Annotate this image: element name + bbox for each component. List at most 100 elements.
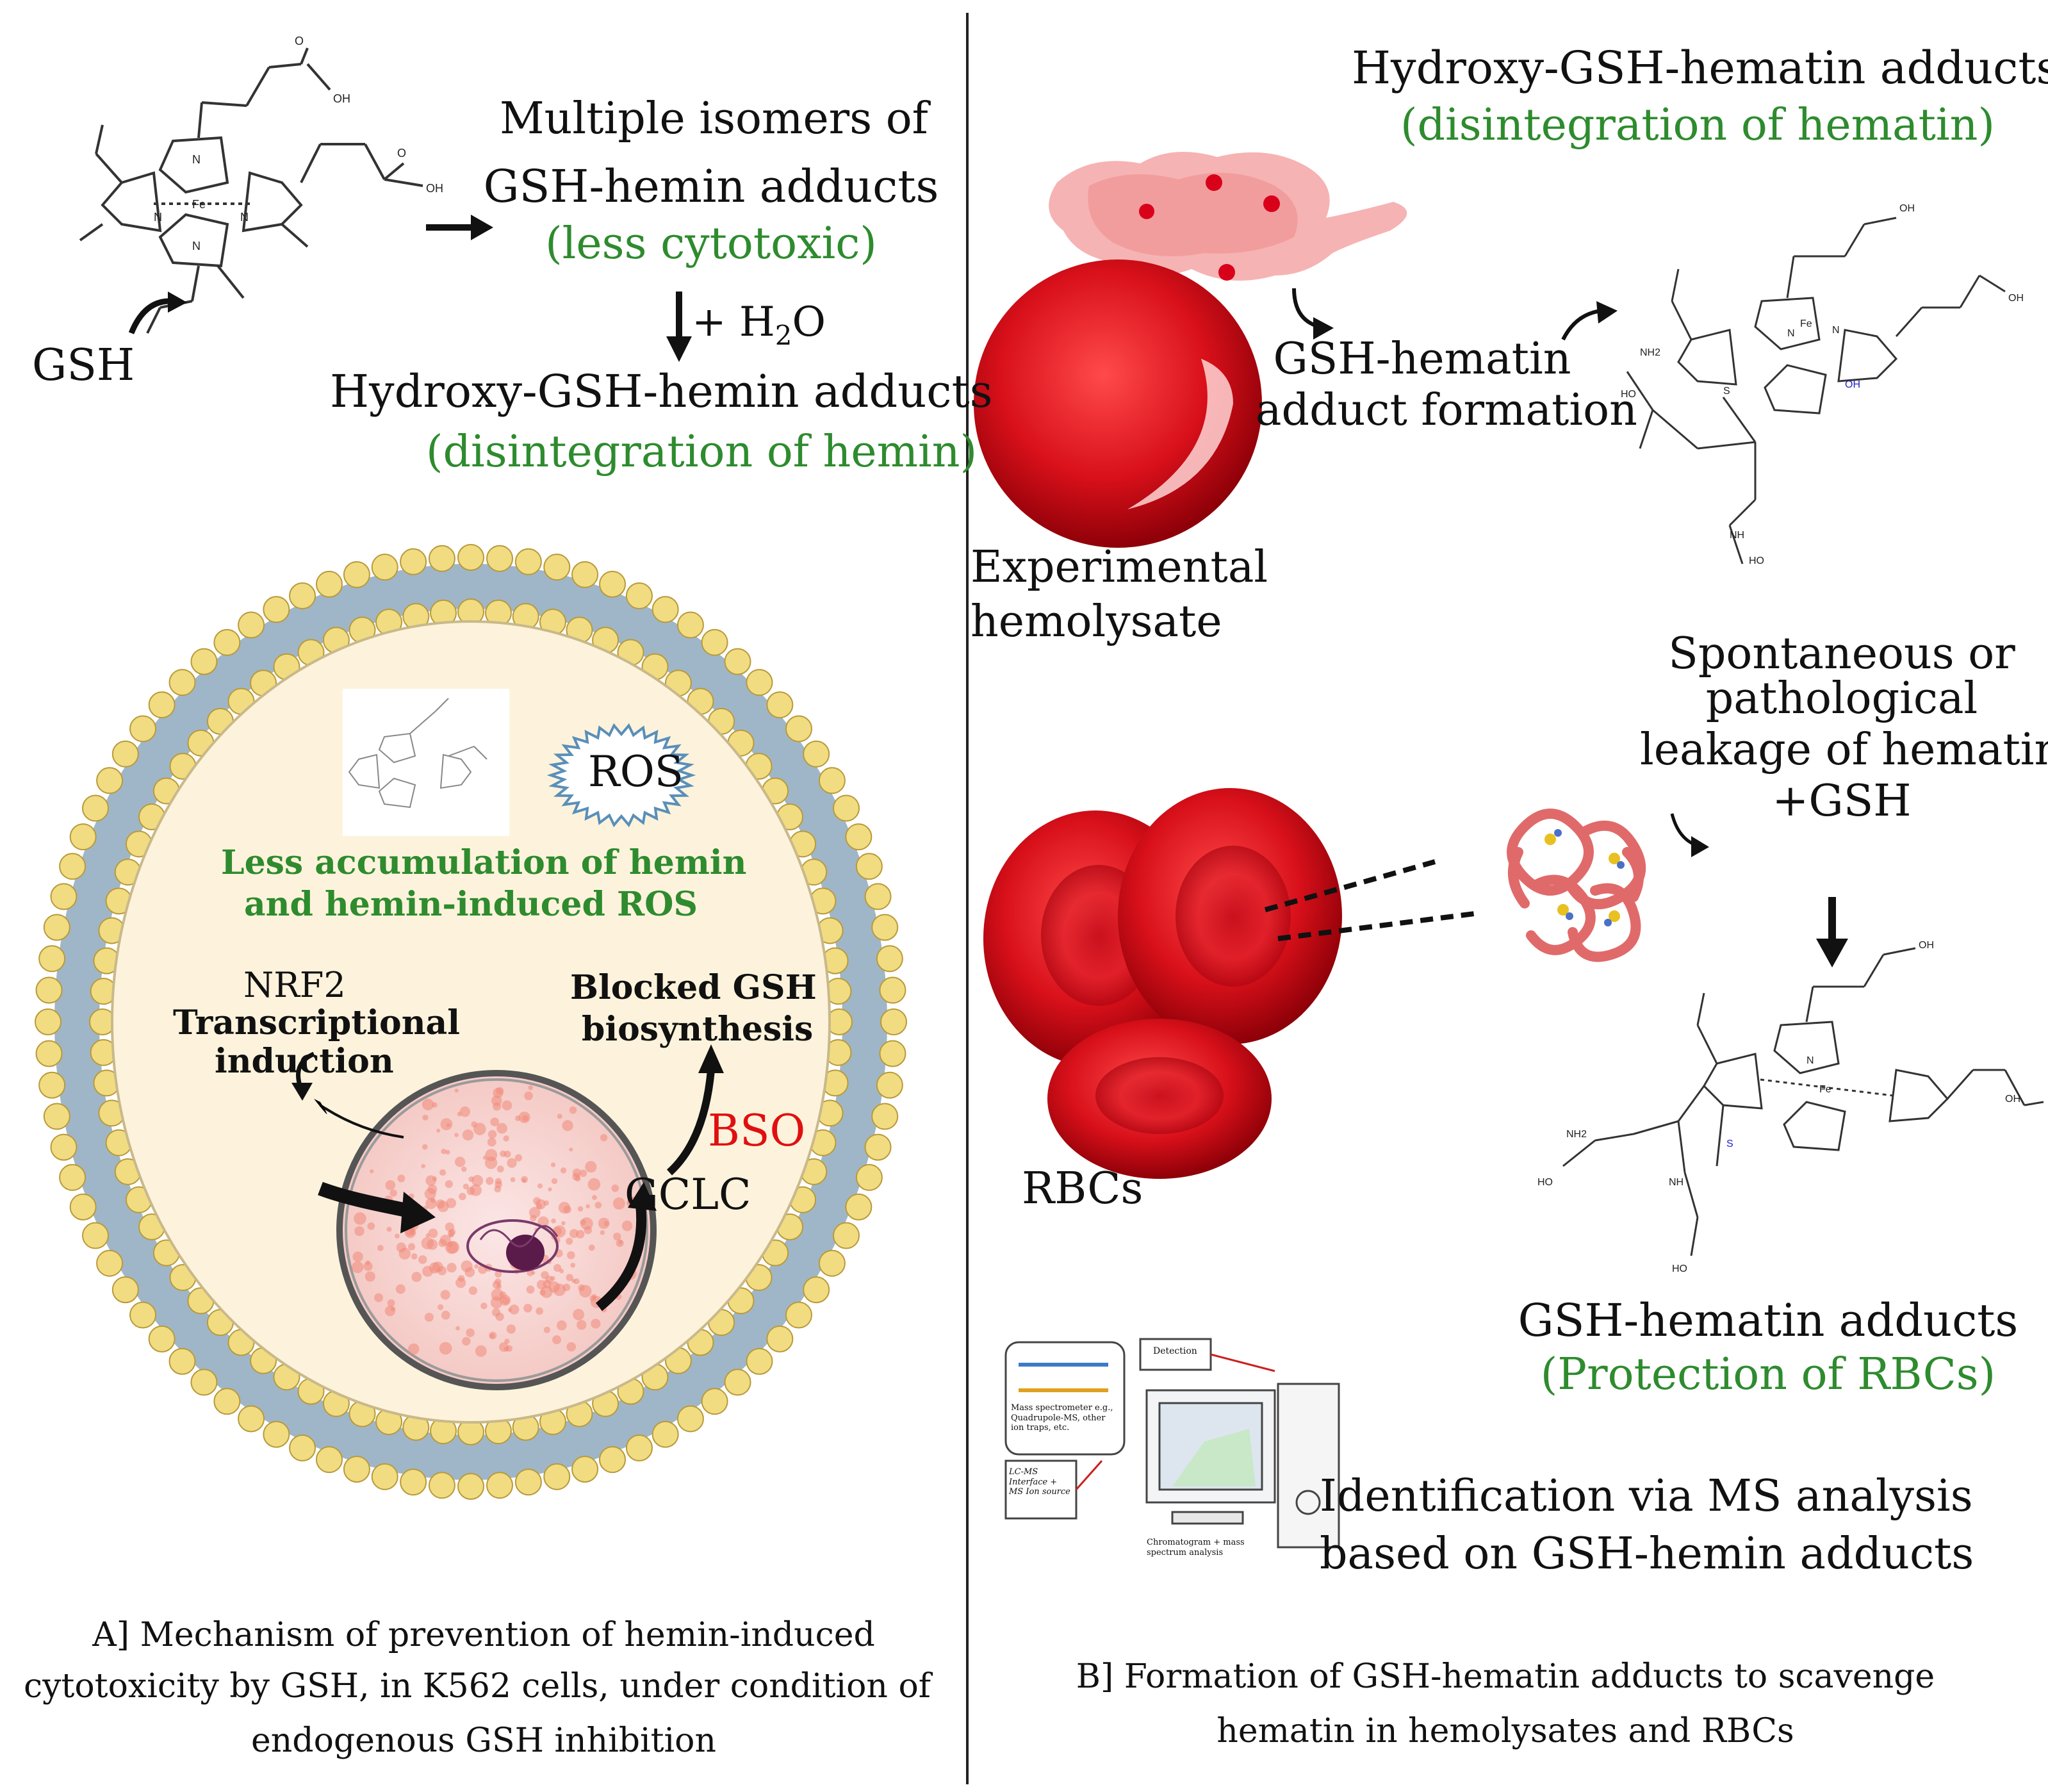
chromatin-speck: [385, 1180, 396, 1190]
chromatin-speck: [441, 1148, 446, 1155]
svg-text:HO: HO: [1672, 1263, 1687, 1274]
chromatin-speck: [437, 1201, 449, 1212]
chromatin-speck: [580, 1217, 593, 1230]
chromatin-speck: [566, 1274, 573, 1281]
svg-text:NH: NH: [1730, 530, 1744, 541]
chromatin-speck: [558, 1201, 571, 1214]
membrane-bead: [514, 548, 542, 575]
chromatin-speck: [468, 1286, 478, 1295]
chromatin-speck: [352, 1261, 364, 1274]
dashed-line-2: [1277, 910, 1480, 941]
ms-chromatogram-label: Chromatogram + mass spectrum analysis: [1147, 1538, 1245, 1558]
membrane-bead: [785, 1301, 812, 1329]
membrane-bead: [676, 611, 704, 639]
ros-starburst: [546, 723, 696, 828]
membrane-bead: [315, 570, 343, 598]
chromatin-speck: [559, 1269, 564, 1274]
chromatin-speck: [487, 1137, 496, 1147]
svg-text:N: N: [1787, 328, 1795, 339]
chromatin-speck: [507, 1158, 517, 1168]
chromatin-speck: [470, 1184, 482, 1196]
svg-text:Fe: Fe: [1819, 1084, 1831, 1095]
chromatin-speck: [437, 1266, 447, 1276]
chromatin-speck: [503, 1135, 509, 1142]
chromatin-speck: [553, 1225, 566, 1238]
chromatin-speck: [551, 1178, 558, 1185]
less-cytotoxic-label: (less cytotoxic): [545, 218, 877, 269]
chromatin-speck: [439, 1342, 452, 1355]
hemoglobin-ribbon: [1507, 809, 1646, 962]
cell-membrane: [54, 564, 887, 1480]
gsh-hematin-adducts-label: GSH-hematin adducts: [1518, 1294, 2019, 1347]
svg-text:S: S: [1726, 1138, 1733, 1149]
spontaneous-line1: Spontaneous or: [1668, 629, 2015, 679]
chromatin-speck: [354, 1226, 365, 1237]
membrane-bead: [651, 1420, 679, 1448]
chromatin-speck: [377, 1244, 384, 1251]
membrane-bead: [50, 1133, 78, 1161]
membrane-bead: [514, 1468, 542, 1496]
ms-analysis-line2: based on GSH-hemin adducts: [1320, 1529, 1974, 1579]
chromatin-speck: [422, 1144, 428, 1150]
spontaneous-line4: +GSH: [1772, 776, 1912, 826]
chromatin-speck: [588, 1244, 595, 1251]
chromatin-speck: [618, 1240, 623, 1244]
svg-text:HO: HO: [1621, 389, 1636, 400]
chromatin-speck: [352, 1251, 363, 1262]
gsh-hematin-structure: [1562, 947, 2044, 1256]
chromatin-speck: [425, 1233, 430, 1238]
arrow-formation-to-hydroxy: [1561, 309, 1602, 341]
membrane-bead: [879, 1040, 906, 1067]
membrane-bead: [746, 669, 773, 696]
chromatin-speck: [586, 1204, 590, 1209]
membrane-bead: [81, 1222, 109, 1249]
chromatin-speck: [466, 1328, 475, 1337]
membrane-bead: [803, 740, 830, 768]
chromatin-speck: [587, 1178, 601, 1191]
chromatin-speck: [432, 1176, 438, 1181]
membrane-bead: [289, 582, 316, 610]
chromatin-speck: [570, 1263, 576, 1268]
membrane-bead: [785, 715, 812, 743]
nucleus-chromatin: [352, 1085, 646, 1357]
chromatin-speck: [408, 1343, 420, 1355]
chromatin-speck: [528, 1206, 541, 1219]
svg-text:HO: HO: [1749, 555, 1764, 566]
hydroxy-gsh-hemin-label: Hydroxy-GSH-hemin adducts: [330, 365, 993, 418]
induction-label: induction: [215, 1042, 394, 1081]
chromatin-speck: [428, 1228, 438, 1238]
chromatin-speck: [439, 1169, 446, 1176]
chromatin-speck: [510, 1177, 516, 1183]
chromatin-speck: [482, 1155, 487, 1160]
gsh-hemin-adducts-label: GSH-hemin adducts: [483, 160, 939, 213]
chromatin-speck: [494, 1185, 502, 1193]
blocked-gsh-line2: biosynthesis: [582, 1010, 814, 1049]
membrane-bead: [129, 715, 157, 743]
gsh-arrow: [128, 298, 170, 334]
chromatin-speck: [577, 1320, 587, 1330]
bso-label: BSO: [708, 1106, 806, 1156]
svg-text:Fe: Fe: [1800, 318, 1812, 329]
chromatin-speck: [485, 1149, 498, 1162]
spontaneous-line3: leakage of hematin: [1640, 725, 2048, 775]
chromatin-speck: [421, 1163, 425, 1169]
chromatin-speck: [569, 1147, 573, 1152]
membrane-bead: [599, 1446, 627, 1474]
chromatin-speck: [396, 1242, 407, 1253]
membrane-bead: [855, 853, 883, 880]
chromatin-speck: [550, 1162, 556, 1167]
chromatin-speck: [438, 1304, 444, 1310]
chromatin-speck: [445, 1180, 453, 1188]
chromatin-speck: [387, 1299, 395, 1307]
chromatin-speck: [572, 1168, 582, 1177]
chromatin-speck: [573, 1308, 585, 1320]
chromatin-speck: [526, 1285, 535, 1294]
chromatin-speck: [548, 1187, 552, 1192]
svg-text:N: N: [240, 211, 249, 224]
chromatin-speck: [384, 1306, 395, 1317]
membrane-bead: [50, 883, 78, 910]
chromatin-speck: [537, 1183, 543, 1189]
svg-text:OH: OH: [333, 92, 350, 105]
membrane-bead: [876, 1071, 903, 1099]
chromatin-speck: [424, 1188, 436, 1200]
